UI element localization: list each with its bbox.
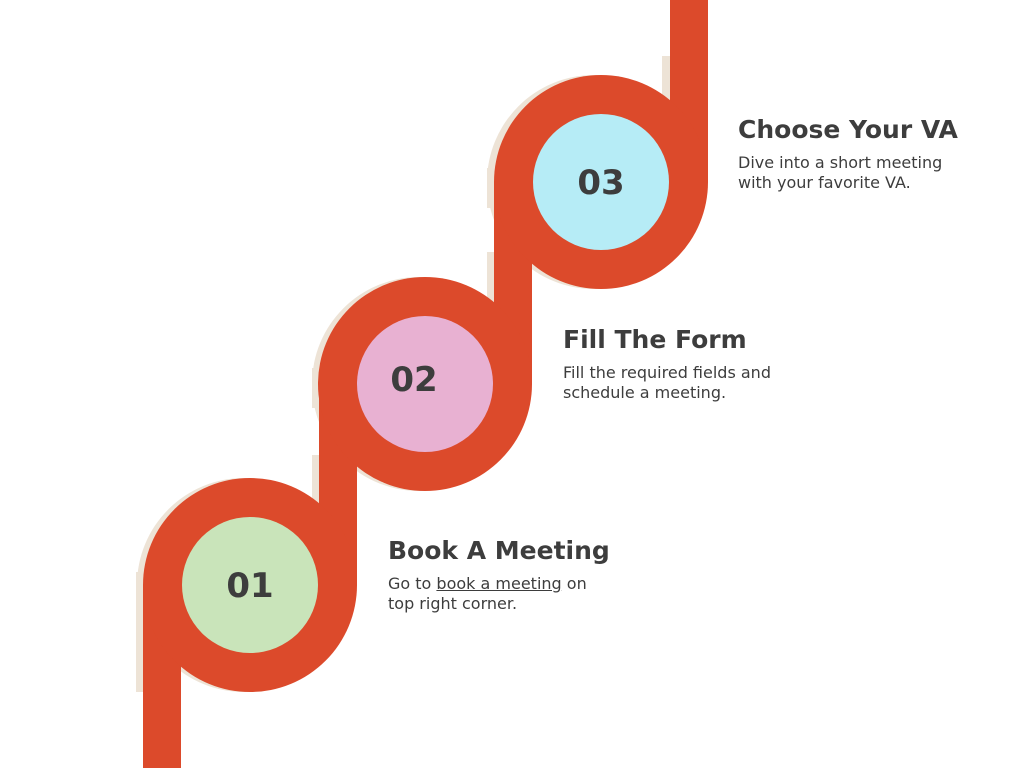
- step-3-number: 03: [577, 163, 624, 203]
- step-2-number: 02: [390, 360, 437, 400]
- shadow-strip: [136, 572, 144, 692]
- step-2-description-line2: schedule a meeting.: [563, 383, 727, 402]
- step-1-desc-prefix: Go to: [388, 574, 437, 593]
- step-1-description: Go to book a meeting on top right corner…: [388, 574, 610, 614]
- step-3-text: Choose Your VA Dive into a short meeting…: [738, 115, 958, 193]
- step-2-description-line1: Fill the required fields and: [563, 363, 771, 382]
- step-3-disc: [533, 114, 669, 250]
- step-1-desc-suffix: on: [561, 574, 587, 593]
- step-1-disc: [182, 517, 318, 653]
- step-2-disc: [357, 316, 493, 452]
- step-1-text: Book A Meeting Go to book a meeting on t…: [388, 536, 610, 614]
- step-3-description-line2: with your favorite VA.: [738, 173, 911, 192]
- step-1-number: 01: [226, 566, 273, 606]
- step-2-title: Fill The Form: [563, 325, 747, 354]
- step-3-description-line1: Dive into a short meeting: [738, 153, 943, 172]
- step-3-title: Choose Your VA: [738, 115, 958, 144]
- step-1-description-line1: Go to book a meeting on: [388, 574, 610, 594]
- book-a-meeting-link[interactable]: book a meeting: [436, 574, 562, 593]
- step-2-description: Fill the required fields and schedule a …: [563, 363, 771, 403]
- step-2-text: Fill The Form Fill the required fields a…: [563, 325, 771, 403]
- step-1-description-line2: top right corner.: [388, 594, 518, 613]
- step-1-title: Book A Meeting: [388, 536, 610, 565]
- step-3-description: Dive into a short meeting with your favo…: [738, 153, 958, 193]
